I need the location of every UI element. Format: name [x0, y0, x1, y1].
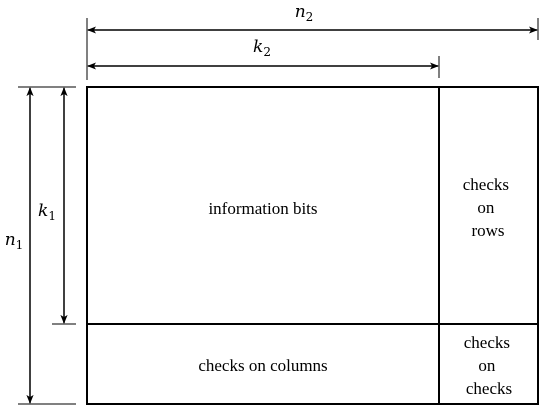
- information-bits-label: information bits: [208, 199, 317, 218]
- n2-label: n2: [295, 2, 314, 24]
- k1-label: k1: [38, 201, 56, 223]
- code-matrix-outline: [86, 86, 539, 405]
- check-checks-label: checks on checks: [464, 333, 515, 398]
- k2-label: k2: [253, 37, 271, 59]
- n1-label: n1: [5, 230, 24, 252]
- row-checks-label: checks on rows: [463, 175, 514, 240]
- column-checks-label: checks on columns: [198, 356, 327, 375]
